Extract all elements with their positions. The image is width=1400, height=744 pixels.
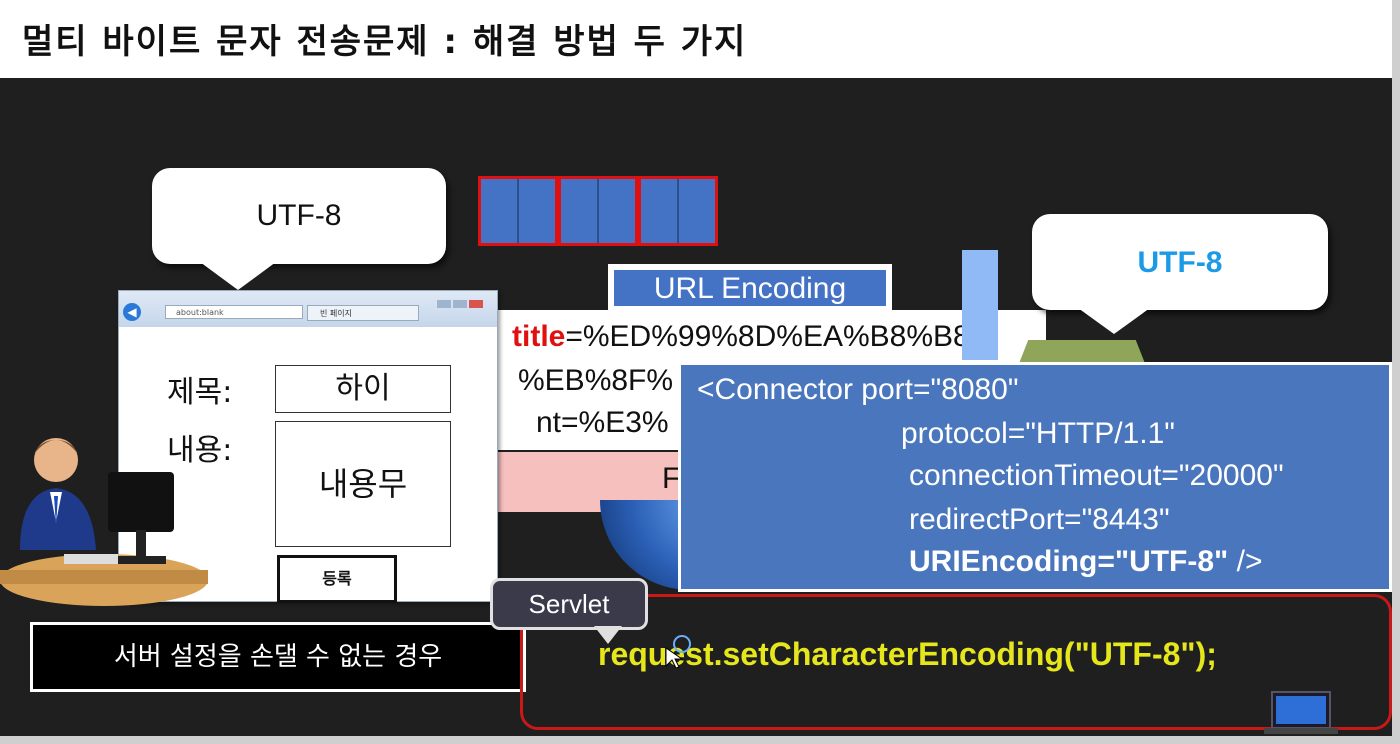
laptop-icon (1264, 691, 1338, 734)
connector-line-2: protocol="HTTP/1.1" (901, 417, 1175, 450)
user-at-computer-illustration (0, 438, 208, 606)
address-bar[interactable]: about:blank (165, 305, 303, 319)
server-bubble-tail (1078, 308, 1150, 334)
servlet-code: request.setCharacterEncoding("UTF-8"); (598, 636, 1217, 672)
server-base-graphic (1018, 340, 1146, 366)
tomcat-connector-config: <Connector port="8080" protocol="HTTP/1.… (678, 362, 1392, 592)
client-bubble-tail (200, 262, 276, 290)
utf8-byte-blocks (478, 176, 718, 246)
uri-encoding-attr: URIEncoding="UTF-8" (909, 545, 1229, 578)
caption-box: 서버 설정을 손댈 수 없는 경우 (30, 622, 526, 692)
browser-toolbar: ◀ about:blank 빈 페이지 (119, 291, 497, 327)
window-controls[interactable] (435, 293, 493, 308)
browser-tab[interactable]: 빈 페이지 (307, 305, 419, 321)
byte-cell (481, 179, 519, 243)
connector-line-4: redirectPort="8443" (909, 503, 1170, 536)
encoded-line-1: title=%ED%99%8D%EA%B8%B8 (512, 320, 970, 354)
pink-box-text: F (662, 462, 681, 495)
byte-cell (679, 179, 715, 243)
connector-line-3: connectionTimeout="20000" (909, 459, 1284, 492)
server-encoding-bubble: UTF-8 (1032, 214, 1328, 310)
browser-window: ◀ about:blank 빈 페이지 제목: 하이 내용: 내용무 등록 (118, 290, 498, 603)
close-icon[interactable] (469, 300, 483, 308)
back-arrow-icon[interactable]: ◀ (123, 303, 141, 321)
submit-button[interactable]: 등록 (277, 555, 397, 603)
url-encoding-label: URL Encoding (614, 270, 886, 306)
byte-cell (599, 179, 635, 243)
content-textarea[interactable]: 내용무 (275, 421, 451, 547)
byte-group (638, 176, 718, 246)
mouse-cursor-icon (665, 635, 691, 668)
url-encoding-label-box: URL Encoding (608, 264, 892, 312)
encoded-key: title (512, 320, 566, 353)
byte-cell (641, 179, 679, 243)
window-right-edge (1392, 0, 1400, 744)
connector-close: /> (1228, 545, 1263, 578)
servlet-bubble: Servlet (490, 578, 648, 630)
client-encoding-text: UTF-8 (256, 199, 342, 232)
server-encoding-text: UTF-8 (1137, 246, 1223, 279)
maximize-icon[interactable] (453, 300, 467, 308)
slide-title: 멀티 바이트 문자 전송문제 : 해결 방법 두 가지 (22, 22, 748, 62)
connector-line-5: URIEncoding="UTF-8" /> (909, 545, 1262, 579)
connector-line-1: <Connector port="8080" (697, 373, 1019, 406)
encoded-line-2: %EB%8F% (518, 364, 674, 397)
client-encoding-bubble: UTF-8 (152, 168, 446, 264)
slide-title-bar: 멀티 바이트 문자 전송문제 : 해결 방법 두 가지 (0, 0, 1392, 78)
servlet-bubble-tail (594, 626, 622, 644)
servlet-label: Servlet (528, 589, 610, 619)
server-tower-graphic (962, 250, 998, 360)
window-bottom-edge (0, 736, 1400, 744)
encoded-line-3: nt=%E3% (536, 406, 669, 439)
content-label: 내용: (167, 433, 233, 468)
encoded-value: =%ED%99%8D%EA%B8%B8 (565, 320, 970, 353)
title-label: 제목: (167, 375, 233, 410)
servlet-panel (520, 594, 1392, 730)
byte-cell (519, 179, 555, 243)
byte-group (478, 176, 558, 246)
minimize-icon[interactable] (437, 300, 451, 308)
byte-cell (561, 179, 599, 243)
caption-text: 서버 설정을 손댈 수 없는 경우 (113, 642, 443, 672)
byte-group (558, 176, 638, 246)
title-input[interactable]: 하이 (275, 365, 451, 413)
